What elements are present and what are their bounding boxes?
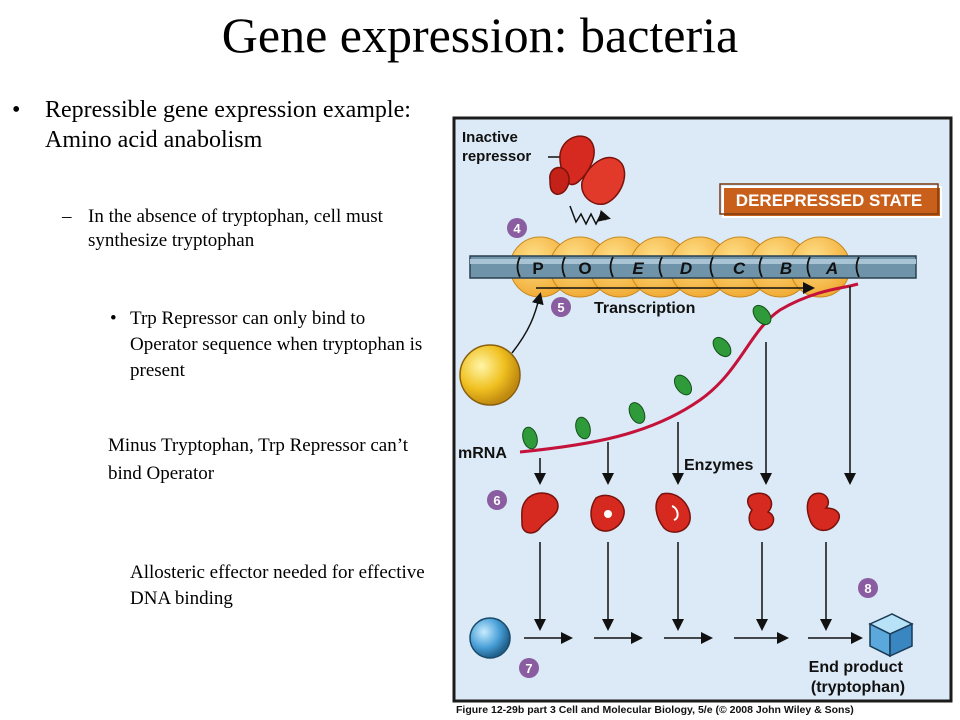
slide-title: Gene expression: bacteria — [221, 7, 739, 63]
gene-b: B — [780, 259, 792, 278]
gene-o: O — [578, 259, 591, 278]
transcription-label: Transcription — [594, 300, 695, 317]
bullet-repressible-expression: • Repressible gene expression example: A… — [12, 95, 432, 155]
translation-arrows — [534, 286, 856, 485]
dash-marker: – — [62, 206, 72, 227]
inactive-repressor-label: Inactive repressor — [462, 129, 531, 165]
gene-e: E — [632, 259, 644, 278]
figure-caption: Figure 12-29b part 3 Cell and Molecular … — [456, 704, 854, 716]
bullet-marker: • — [12, 97, 21, 123]
note-allosteric-effector: Allosteric effector needed for effective… — [130, 562, 425, 609]
end-product-label: End product (tryptophan) — [809, 659, 908, 696]
tryptophan-binding-arrow — [511, 292, 544, 354]
step-4-circle — [507, 218, 527, 238]
inactive-label-line1: Inactive — [462, 129, 518, 146]
enzyme-e — [521, 492, 559, 534]
sub-point-absence-tryptophan: – In the absence of tryptophan, cell mus… — [62, 205, 442, 253]
enzyme-pathway-arrows — [534, 542, 832, 631]
dna-strand-highlight — [470, 259, 916, 264]
trp-operon-figure: Inactive repressor DEREPRESSED STATE 4 P… — [452, 116, 953, 716]
step-6-label: 6 — [493, 493, 500, 508]
step-4-label: 4 — [513, 221, 521, 236]
sub-bullet-text: Trp Repressor can only bind to Operator … — [130, 308, 423, 381]
mrna-tail — [849, 282, 859, 288]
squiggle-arrow-head — [597, 209, 611, 222]
gene-brackets — [516, 256, 860, 278]
step-7-circle — [519, 658, 539, 678]
step-7-label: 7 — [525, 661, 532, 676]
gene-labels: P O E D C B A — [532, 259, 838, 278]
inactive-label-line2: repressor — [462, 148, 531, 165]
enzyme-b — [747, 492, 775, 531]
end-product-line1: End product — [809, 659, 904, 676]
mrna-strand — [519, 284, 851, 454]
enzyme-a — [806, 492, 840, 532]
end-product-line2: (tryptophan) — [811, 679, 905, 696]
sub-point-text: In the absence of tryptophan, cell must … — [88, 206, 383, 251]
gene-d: D — [680, 259, 692, 278]
enzyme-c — [655, 492, 691, 533]
enzymes-label: Enzymes — [684, 457, 753, 474]
step-8-label: 8 — [864, 581, 871, 596]
step-5-label: 5 — [557, 300, 564, 315]
gene-a: A — [825, 259, 838, 278]
ribosome-group — [522, 304, 772, 450]
note-minus-tryptophan: Minus Tryptophan, Trp Repressor can’t bi… — [108, 435, 408, 484]
gene-p: P — [532, 259, 543, 278]
step-8-circle — [858, 578, 878, 598]
derepressed-state-label: DEREPRESSED STATE — [736, 191, 922, 210]
sub-bullet-marker: • — [110, 308, 117, 329]
mrna-label: mRNA — [458, 445, 507, 462]
bullet-text: Repressible gene expression example: Ami… — [45, 97, 411, 153]
inactive-repressor-icon — [549, 135, 626, 205]
step-6-circle — [487, 490, 507, 510]
end-product-cube — [868, 613, 914, 658]
gene-c: C — [733, 259, 746, 278]
precursor-sphere — [469, 617, 511, 659]
sub-bullet-trp-repressor: • Trp Repressor can only bind to Operato… — [110, 306, 430, 384]
enzyme-d — [590, 494, 625, 532]
step-5-circle — [551, 297, 571, 317]
tryptophan-sphere — [459, 344, 521, 406]
derepressed-state-box: DEREPRESSED STATE — [719, 183, 942, 218]
